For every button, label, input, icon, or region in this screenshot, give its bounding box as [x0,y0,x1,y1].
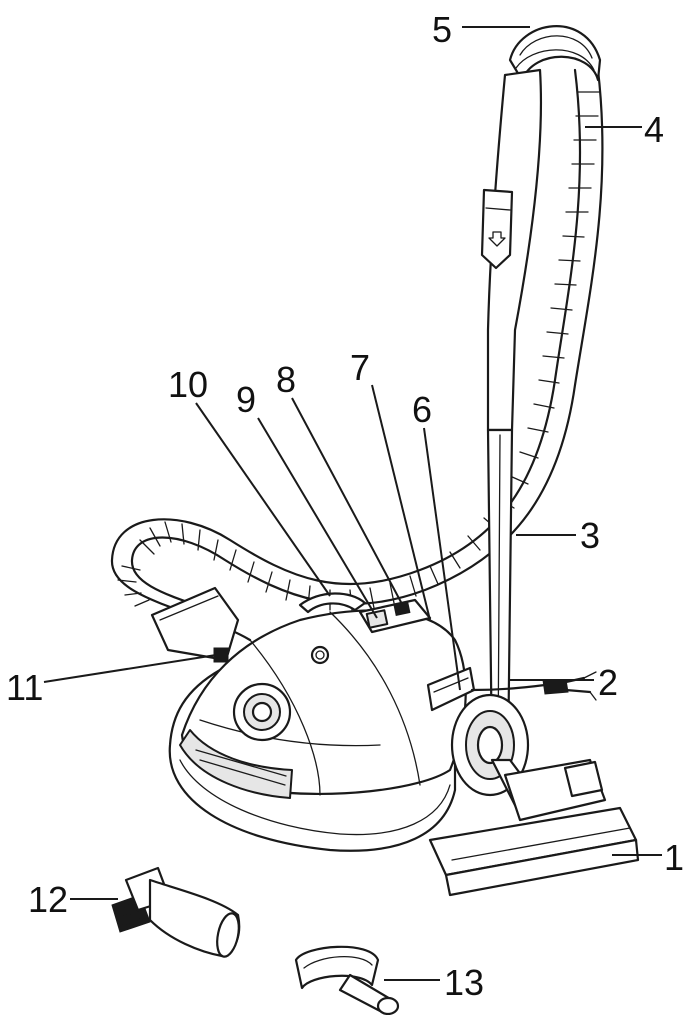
callout-13: 13 [444,962,484,1003]
leader-6 [423,427,461,691]
accessory-upholstery-nozzle [294,945,400,1015]
callout-3: 3 [580,515,600,556]
callout-4: 4 [644,109,664,150]
accessory-brush-nozzle [111,866,241,958]
leader-11 [43,654,217,683]
callout-10: 10 [168,364,208,405]
callout-5: 5 [432,9,452,50]
leader-8 [291,397,403,605]
callout-12: 12 [28,879,68,920]
arrow-down-icon [488,231,506,247]
hose-connector [150,586,240,663]
hose [110,25,604,642]
leader-7 [371,384,431,621]
callout-8: 8 [276,359,296,400]
handle-and-tube [480,68,543,762]
callout-1: 1 [664,837,684,878]
callout-2: 2 [598,662,618,703]
leader-lines [43,26,662,981]
leader-9 [257,417,378,619]
leader-10 [195,402,331,597]
callout-numbers: 1 2 3 4 5 6 7 8 9 10 11 12 13 [6,9,684,1003]
callout-9: 9 [236,379,256,420]
callout-7: 7 [350,347,370,388]
callout-11: 11 [6,667,43,708]
floor-nozzle [428,758,640,897]
vacuum-body [168,592,530,852]
callout-6: 6 [412,389,432,430]
